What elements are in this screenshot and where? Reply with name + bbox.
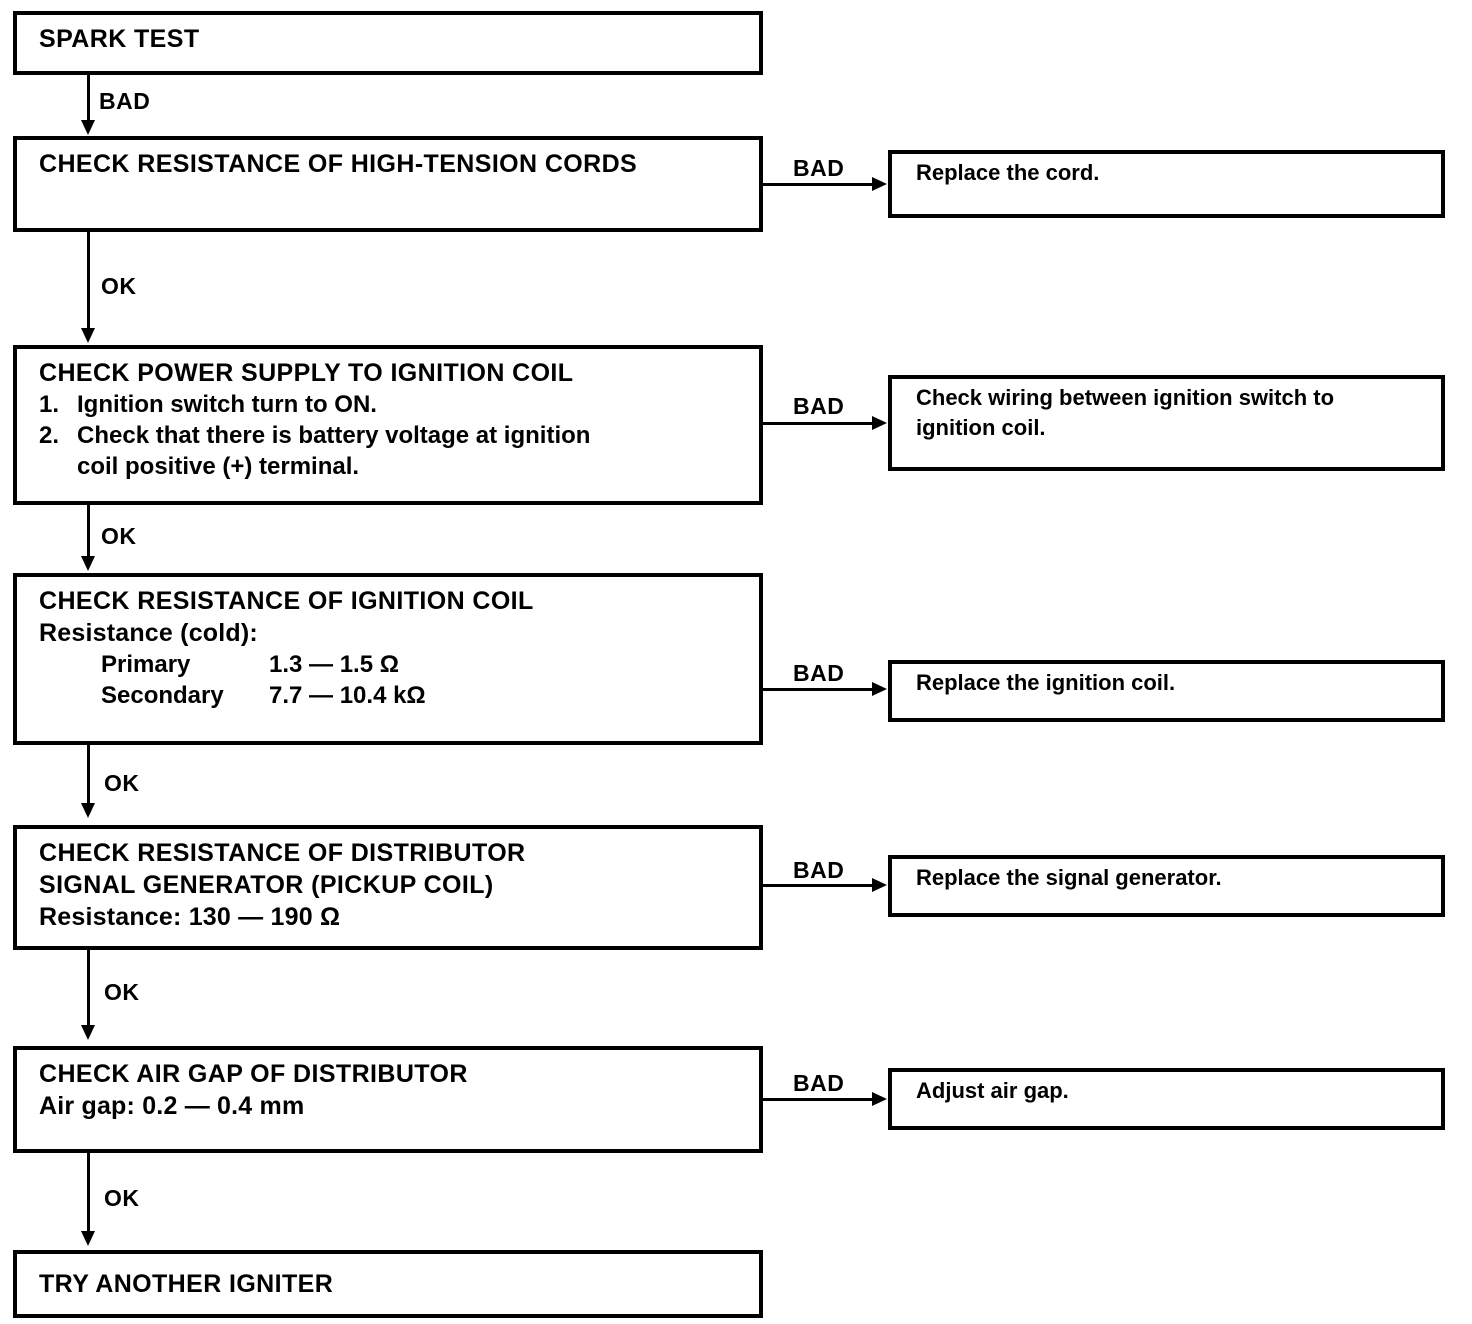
remedy-line-1: Replace the cord. <box>916 160 1100 185</box>
branch-line-coil-to-replace-coil <box>763 688 875 691</box>
step-box-content: CHECK AIR GAP OF DISTRIBUTOR Air gap: 0.… <box>17 1050 759 1126</box>
step-title: CHECK RESISTANCE OF IGNITION COIL <box>39 587 534 615</box>
spec-value: 7.7 — 10.4 kΩ <box>269 682 426 710</box>
remedy-box-content: Replace the signal generator. <box>892 859 1441 897</box>
spec-row-secondary: Secondary 7.7 — 10.4 kΩ <box>39 680 745 711</box>
branch-line-power-to-wiring <box>763 422 875 425</box>
branch-arrow-coil-to-replace-coil <box>872 682 887 696</box>
step-box-check-power-supply[interactable]: CHECK POWER SUPPLY TO IGNITION COIL 1. I… <box>13 345 763 505</box>
edge-label-ok-1: OK <box>101 273 137 299</box>
remedy-box-replace-ignition-coil[interactable]: Replace the ignition coil. <box>888 660 1445 722</box>
step-box-check-high-tension-cords[interactable]: CHECK RESISTANCE OF HIGH-TENSION CORDS <box>13 136 763 232</box>
step-box-try-another-igniter[interactable]: TRY ANOTHER IGNITER <box>13 1250 763 1318</box>
step-box-content: CHECK RESISTANCE OF IGNITION COIL Resist… <box>17 577 759 715</box>
step-numbered-list: 1. Ignition switch turn to ON. 2. Check … <box>39 389 745 483</box>
remedy-box-replace-signal-generator[interactable]: Replace the signal generator. <box>888 855 1445 917</box>
list-item-text: Ignition switch turn to ON. <box>77 391 377 418</box>
edge-line-cords-to-power <box>87 232 90 331</box>
edge-line-airgap-to-igniter <box>87 1153 90 1235</box>
edge-arrow-coil-to-signal <box>81 803 95 818</box>
remedy-line-1: Replace the ignition coil. <box>916 670 1176 695</box>
remedy-box-check-wiring[interactable]: Check wiring between ignition switch to … <box>888 375 1445 471</box>
remedy-box-adjust-air-gap[interactable]: Adjust air gap. <box>888 1068 1445 1130</box>
edge-line-coil-to-signal <box>87 745 90 807</box>
branch-arrow-cords-to-replace-cord <box>872 177 887 191</box>
step-title: CHECK POWER SUPPLY TO IGNITION COIL <box>39 359 574 387</box>
remedy-line-1: Check wiring between ignition switch to <box>916 385 1335 410</box>
spec-key: Secondary <box>101 682 224 710</box>
list-item: 2. Check that there is battery voltage a… <box>39 420 745 451</box>
spec-row-primary: Primary 1.3 — 1.5 Ω <box>39 649 745 680</box>
edge-line-signal-to-airgap <box>87 950 90 1030</box>
step-box-check-signal-generator-resistance[interactable]: CHECK RESISTANCE OF DISTRIBUTOR SIGNAL G… <box>13 825 763 950</box>
list-item-number: 2. <box>39 422 60 450</box>
branch-label-bad-1: BAD <box>793 155 845 181</box>
spec-key: Primary <box>101 651 191 678</box>
branch-label-bad-5: BAD <box>793 1070 845 1096</box>
step-subline: Air gap: 0.2 — 0.4 mm <box>39 1092 305 1120</box>
branch-arrow-airgap-to-adjust <box>872 1092 887 1106</box>
edge-arrow-signal-to-airgap <box>81 1025 95 1040</box>
step-title: CHECK RESISTANCE OF DISTRIBUTOR <box>39 839 526 867</box>
remedy-box-replace-cord[interactable]: Replace the cord. <box>888 150 1445 218</box>
branch-label-bad-2: BAD <box>793 393 845 419</box>
step-box-spark-test[interactable]: SPARK TEST <box>13 11 763 75</box>
edge-arrow-airgap-to-igniter <box>81 1231 95 1246</box>
edge-line-power-to-coil <box>87 505 90 561</box>
edge-label-ok-5: OK <box>104 1185 140 1211</box>
list-item-continuation: coil positive (+) terminal. <box>39 451 745 482</box>
step-box-content: CHECK RESISTANCE OF DISTRIBUTOR SIGNAL G… <box>17 829 759 937</box>
edge-arrow-spark-to-cords <box>81 120 95 135</box>
remedy-box-content: Adjust air gap. <box>892 1072 1441 1110</box>
step-title: SPARK TEST <box>39 25 200 53</box>
step-title: CHECK RESISTANCE OF HIGH-TENSION CORDS <box>39 150 638 178</box>
step-subline: Resistance (cold): <box>39 619 258 647</box>
step-subline: Resistance: 130 — 190 Ω <box>39 903 341 931</box>
remedy-line-2: ignition coil. <box>916 415 1046 441</box>
branch-line-signal-to-replace-signal <box>763 884 875 887</box>
list-item-text: coil positive (+) terminal. <box>77 453 360 481</box>
remedy-line-1: Adjust air gap. <box>916 1078 1069 1103</box>
step-box-content: CHECK RESISTANCE OF HIGH-TENSION CORDS <box>17 140 759 184</box>
step-box-check-ignition-coil-resistance[interactable]: CHECK RESISTANCE OF IGNITION COIL Resist… <box>13 573 763 745</box>
edge-label-ok-2: OK <box>101 523 137 549</box>
list-item-number: 1. <box>39 391 60 418</box>
step-box-content: TRY ANOTHER IGNITER <box>17 1254 759 1304</box>
edge-label-ok-3: OK <box>104 770 140 796</box>
remedy-box-content: Replace the cord. <box>892 154 1441 192</box>
edge-line-spark-to-cords <box>87 75 90 123</box>
branch-arrow-power-to-wiring <box>872 416 887 430</box>
branch-arrow-signal-to-replace-signal <box>872 878 887 892</box>
list-item-text: Check that there is battery voltage at i… <box>77 422 591 450</box>
branch-label-bad-4: BAD <box>793 857 845 883</box>
list-item: 1. Ignition switch turn to ON. <box>39 389 745 420</box>
branch-line-cords-to-replace-cord <box>763 183 875 186</box>
step-box-check-air-gap[interactable]: CHECK AIR GAP OF DISTRIBUTOR Air gap: 0.… <box>13 1046 763 1153</box>
remedy-line-1: Replace the signal generator. <box>916 865 1222 890</box>
step-box-content: SPARK TEST <box>17 15 759 59</box>
list-item-number <box>39 451 77 482</box>
step-title: TRY ANOTHER IGNITER <box>39 1270 334 1298</box>
step-title: CHECK AIR GAP OF DISTRIBUTOR <box>39 1060 468 1088</box>
edge-label-ok-4: OK <box>104 979 140 1005</box>
spec-value: 1.3 — 1.5 Ω <box>269 651 399 678</box>
branch-line-airgap-to-adjust <box>763 1098 875 1101</box>
remedy-box-content: Check wiring between ignition switch to … <box>892 379 1441 448</box>
step-title-line2: SIGNAL GENERATOR (PICKUP COIL) <box>39 871 494 899</box>
edge-arrow-power-to-coil <box>81 556 95 571</box>
remedy-box-content: Replace the ignition coil. <box>892 664 1441 702</box>
step-box-content: CHECK POWER SUPPLY TO IGNITION COIL 1. I… <box>17 349 759 487</box>
edge-arrow-cords-to-power <box>81 328 95 343</box>
edge-label-bad-1: BAD <box>99 88 151 114</box>
branch-label-bad-3: BAD <box>793 660 845 686</box>
